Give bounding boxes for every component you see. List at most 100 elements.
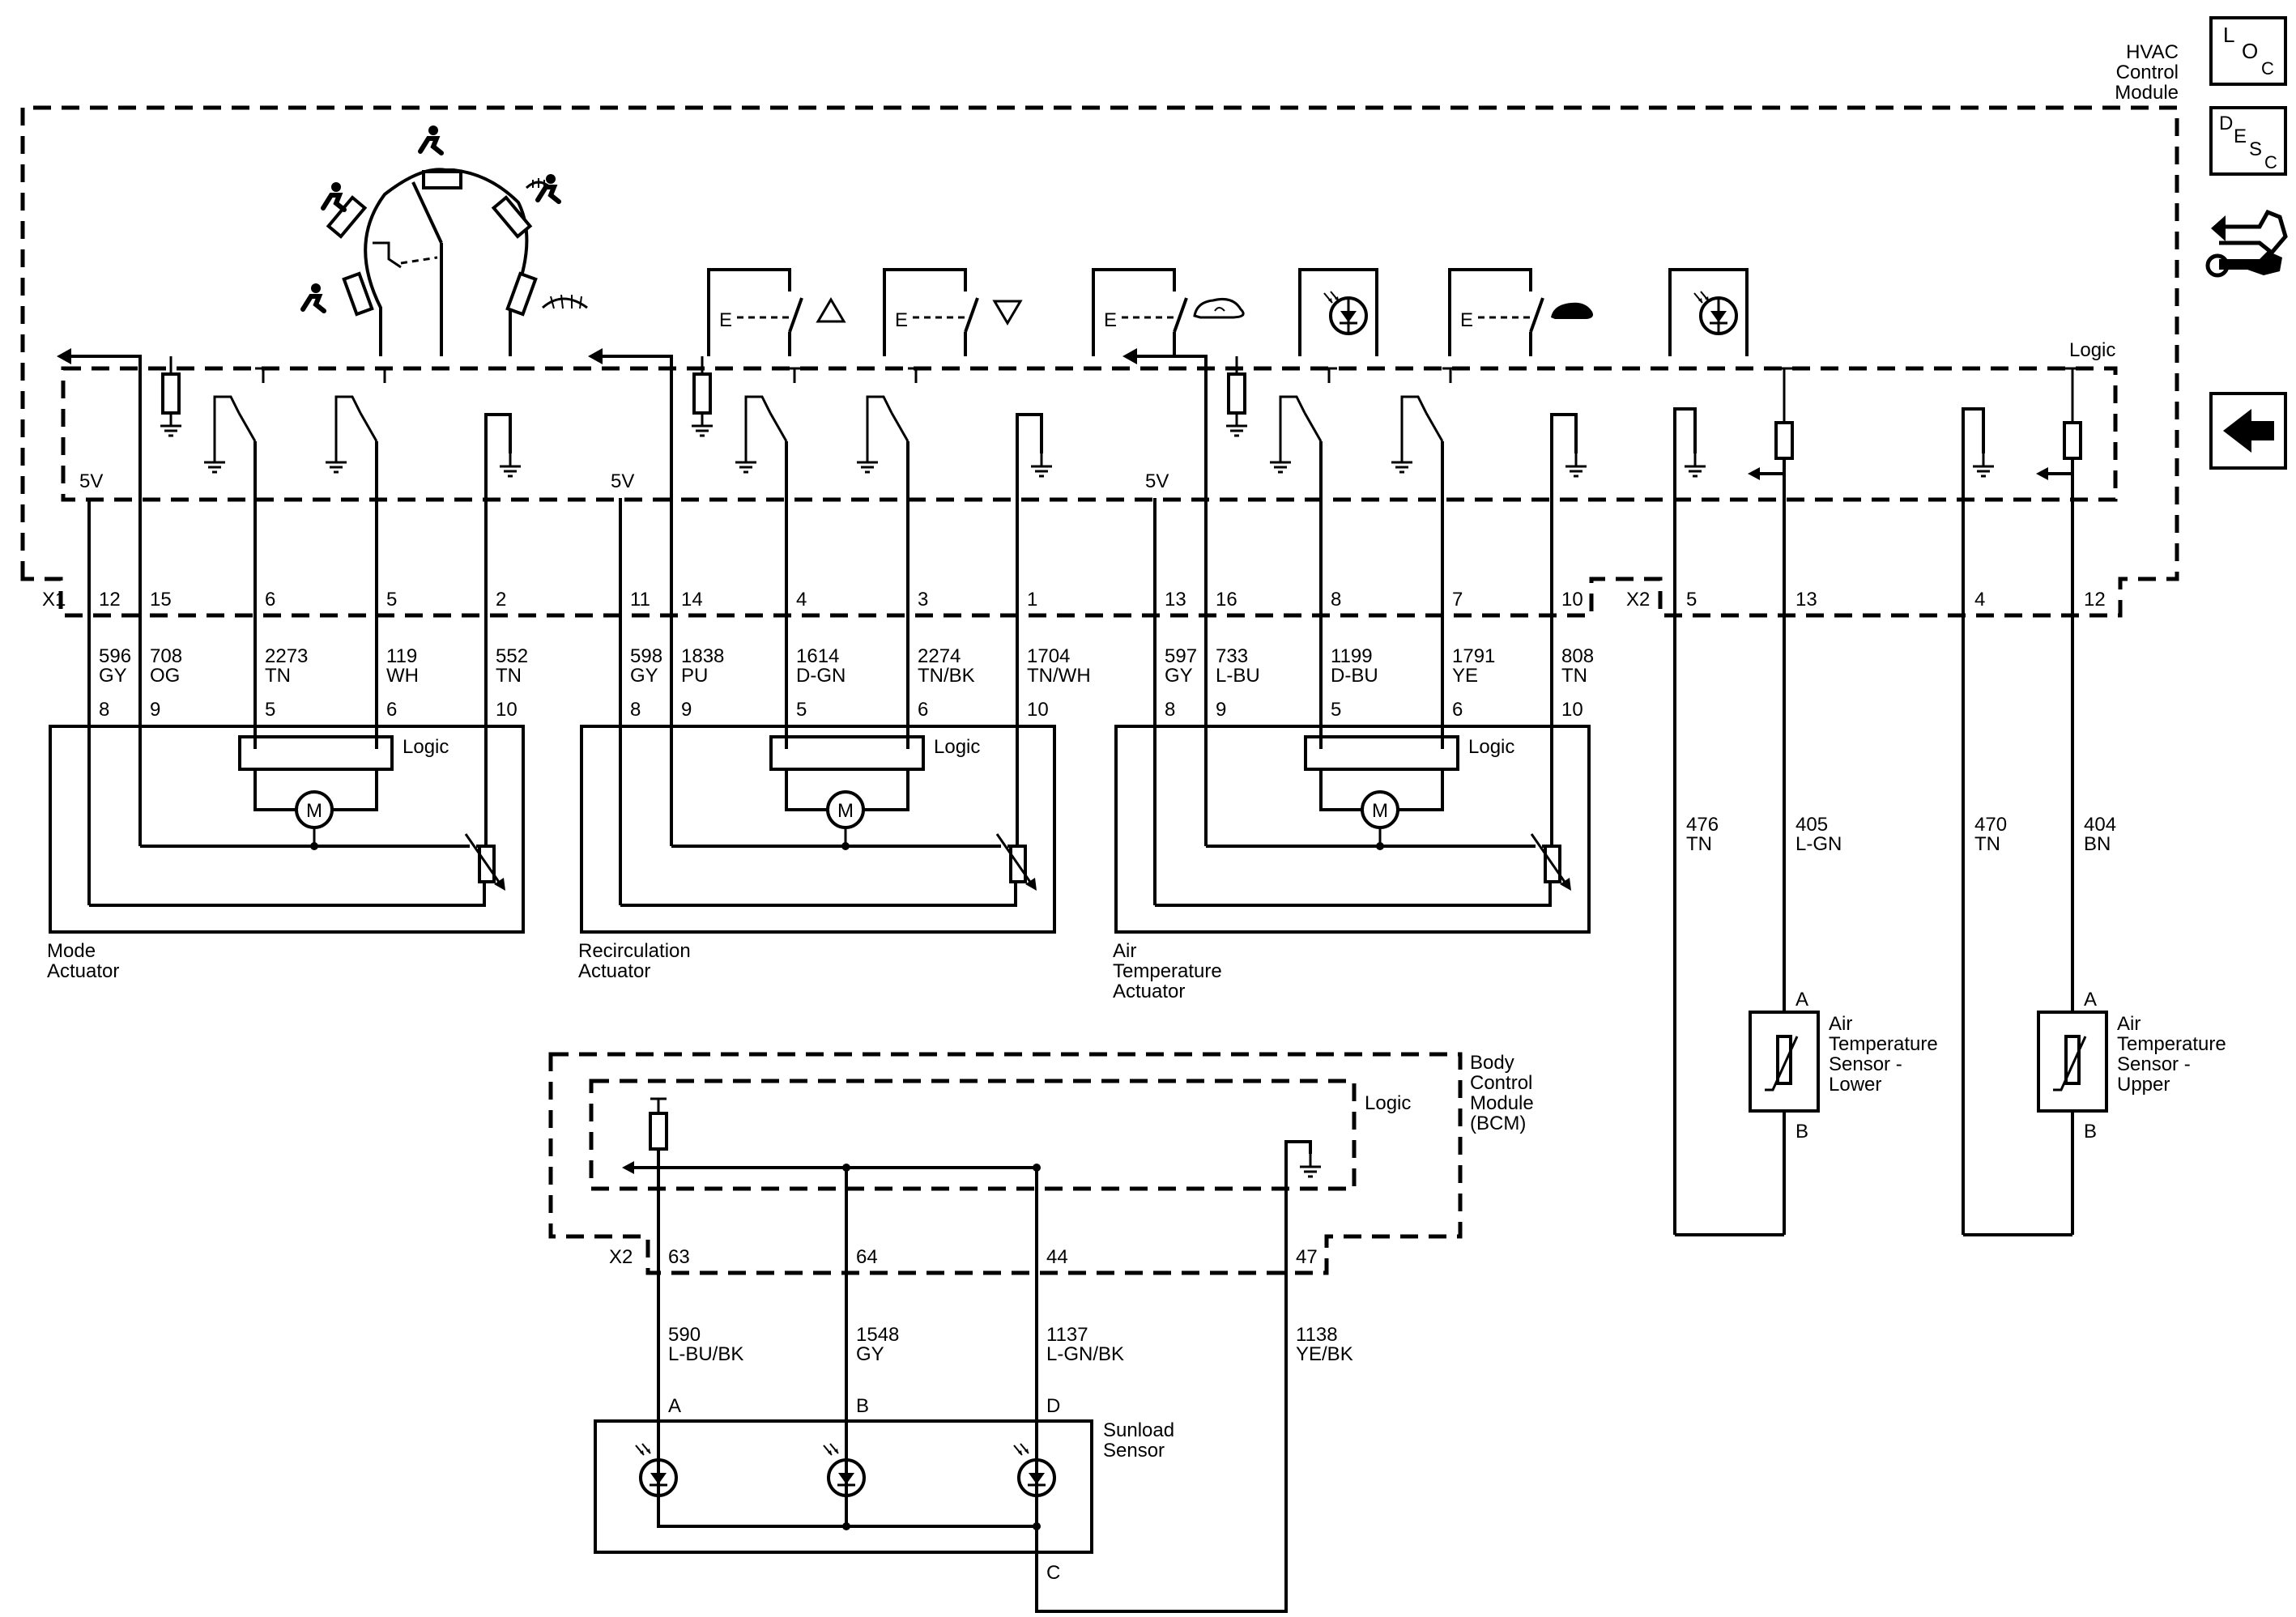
defrost-icon-small <box>525 178 552 189</box>
sensor-pin-b: B <box>2084 1121 2097 1143</box>
power-rail-icon <box>1774 367 1794 385</box>
ground-icon <box>1298 1152 1323 1178</box>
hvac-pin-number: 3 <box>918 589 928 611</box>
wire-color: L-BU <box>1216 665 1260 687</box>
wire-color: L-GN/BK <box>1046 1343 1124 1365</box>
hvac-pin-number: 2 <box>496 589 506 611</box>
desc-letter-d: D <box>2219 113 2233 134</box>
sensor-name-line: Upper <box>2117 1074 2170 1096</box>
switch-blade <box>769 412 788 442</box>
wire-color: GY <box>1165 665 1193 687</box>
wire-color: D-BU <box>1331 665 1378 687</box>
recirculation-switch: E <box>1092 268 1245 356</box>
ground-icon <box>1683 452 1707 478</box>
bcm-pin-number: 47 <box>1296 1246 1318 1268</box>
svg-text:E: E <box>895 309 908 331</box>
hvac-pin-number: 10 <box>1561 589 1583 611</box>
actuator-logic-label: Logic <box>1468 736 1514 758</box>
recirc-car-icon <box>1193 297 1245 319</box>
circuit-number: 598 <box>630 645 662 667</box>
arrow-head <box>588 348 603 364</box>
reference-wire <box>592 355 673 846</box>
reference-wire <box>626 1140 1312 1613</box>
switch-blade <box>237 412 257 442</box>
supply-return <box>89 882 486 907</box>
bcm-logic-label: Logic <box>1365 1092 1411 1114</box>
sensor-pin-a: A <box>2084 989 2097 1011</box>
pot-wiper <box>464 833 504 887</box>
motor-label: M <box>306 800 322 822</box>
circuit-number: 476 <box>1686 814 1719 836</box>
splice-dot <box>1033 1522 1041 1530</box>
switch-contact <box>744 395 772 449</box>
sunload-name-line: Sensor <box>1103 1440 1165 1462</box>
circuit-number: 596 <box>99 645 131 667</box>
hvac-pin-number: 14 <box>681 589 703 611</box>
actuator-pin-number: 9 <box>150 699 160 721</box>
wire-color: L-GN <box>1795 833 1842 855</box>
switch-contact <box>1279 395 1306 449</box>
sensor-name-line: Temperature <box>2117 1033 2226 1055</box>
actuator-pin-number: 10 <box>496 699 518 721</box>
hvac-pin-number: 6 <box>265 589 275 611</box>
power-rail-icon <box>785 367 804 385</box>
power-rail-icon <box>375 367 394 385</box>
switch-blade <box>1425 412 1444 442</box>
actuator-pin-number: 10 <box>1561 699 1583 721</box>
ground-icon <box>159 411 183 437</box>
power-rail-icon <box>906 367 926 385</box>
hvac-pin-number: 4 <box>796 589 807 611</box>
actuator-pin-number: 8 <box>630 699 641 721</box>
reference-wire <box>1127 355 1208 846</box>
back-arrow-button[interactable] <box>2209 392 2287 470</box>
wire-color: OG <box>150 665 180 687</box>
loc-letter-o: O <box>2242 39 2258 63</box>
power-rail-icon <box>1441 367 1460 385</box>
power-rail-icon <box>253 367 273 385</box>
switch-contact <box>866 395 893 449</box>
bcm-pin-number: 63 <box>668 1246 690 1268</box>
wire-color: WH <box>386 665 419 687</box>
sensor-pin-a: A <box>1795 989 1808 1011</box>
mode-selector-switch <box>303 126 588 356</box>
up-triangle-icon <box>816 297 846 323</box>
ground-icon <box>498 452 522 478</box>
light-arrows-icon <box>823 1443 839 1456</box>
supply-5v-label: 5V <box>1145 470 1169 492</box>
bcm-name-line-1: Body <box>1470 1052 1514 1074</box>
actuator-name-line: Air <box>1113 940 1136 962</box>
switch-blade <box>359 412 378 442</box>
hvac-pin-number: 5 <box>386 589 397 611</box>
sensor-pin: D <box>1046 1395 1060 1417</box>
bi-level-vent-icon <box>323 182 344 210</box>
circuit-number: 2273 <box>265 645 308 667</box>
ground-icon <box>855 448 880 474</box>
recirc-indicator-led <box>1298 268 1378 356</box>
description-button[interactable]: D E S C <box>2209 106 2287 176</box>
hvac-x2-connector-label: X2 <box>1626 589 1650 611</box>
pullup-resistor <box>1227 372 1246 415</box>
ground-icon <box>690 411 714 437</box>
loc-letter-l: L <box>2223 23 2234 47</box>
circuit-number: 1791 <box>1452 645 1495 667</box>
svg-text:E: E <box>1104 309 1117 331</box>
location-button[interactable]: L O C <box>2209 16 2287 86</box>
circuit-number: 404 <box>2084 814 2116 836</box>
wire-color: TN <box>1561 665 1587 687</box>
connector-tool-icon[interactable] <box>2205 209 2288 278</box>
arrow-head <box>622 1161 634 1174</box>
light-arrows-icon <box>1013 1443 1029 1456</box>
sensor-pin-b: B <box>1795 1121 1808 1143</box>
sensor-return-wire <box>1016 413 1043 749</box>
light-arrows-icon <box>635 1443 651 1456</box>
bcm-name-line-4: (BCM) <box>1470 1113 1526 1134</box>
sensor-pin: B <box>856 1395 869 1417</box>
ground-wire <box>1962 407 1985 502</box>
circuit-number: 597 <box>1165 645 1197 667</box>
ground-icon <box>324 448 348 474</box>
wire-color: TN/BK <box>918 665 975 687</box>
actuator-logic-block <box>1304 735 1459 771</box>
